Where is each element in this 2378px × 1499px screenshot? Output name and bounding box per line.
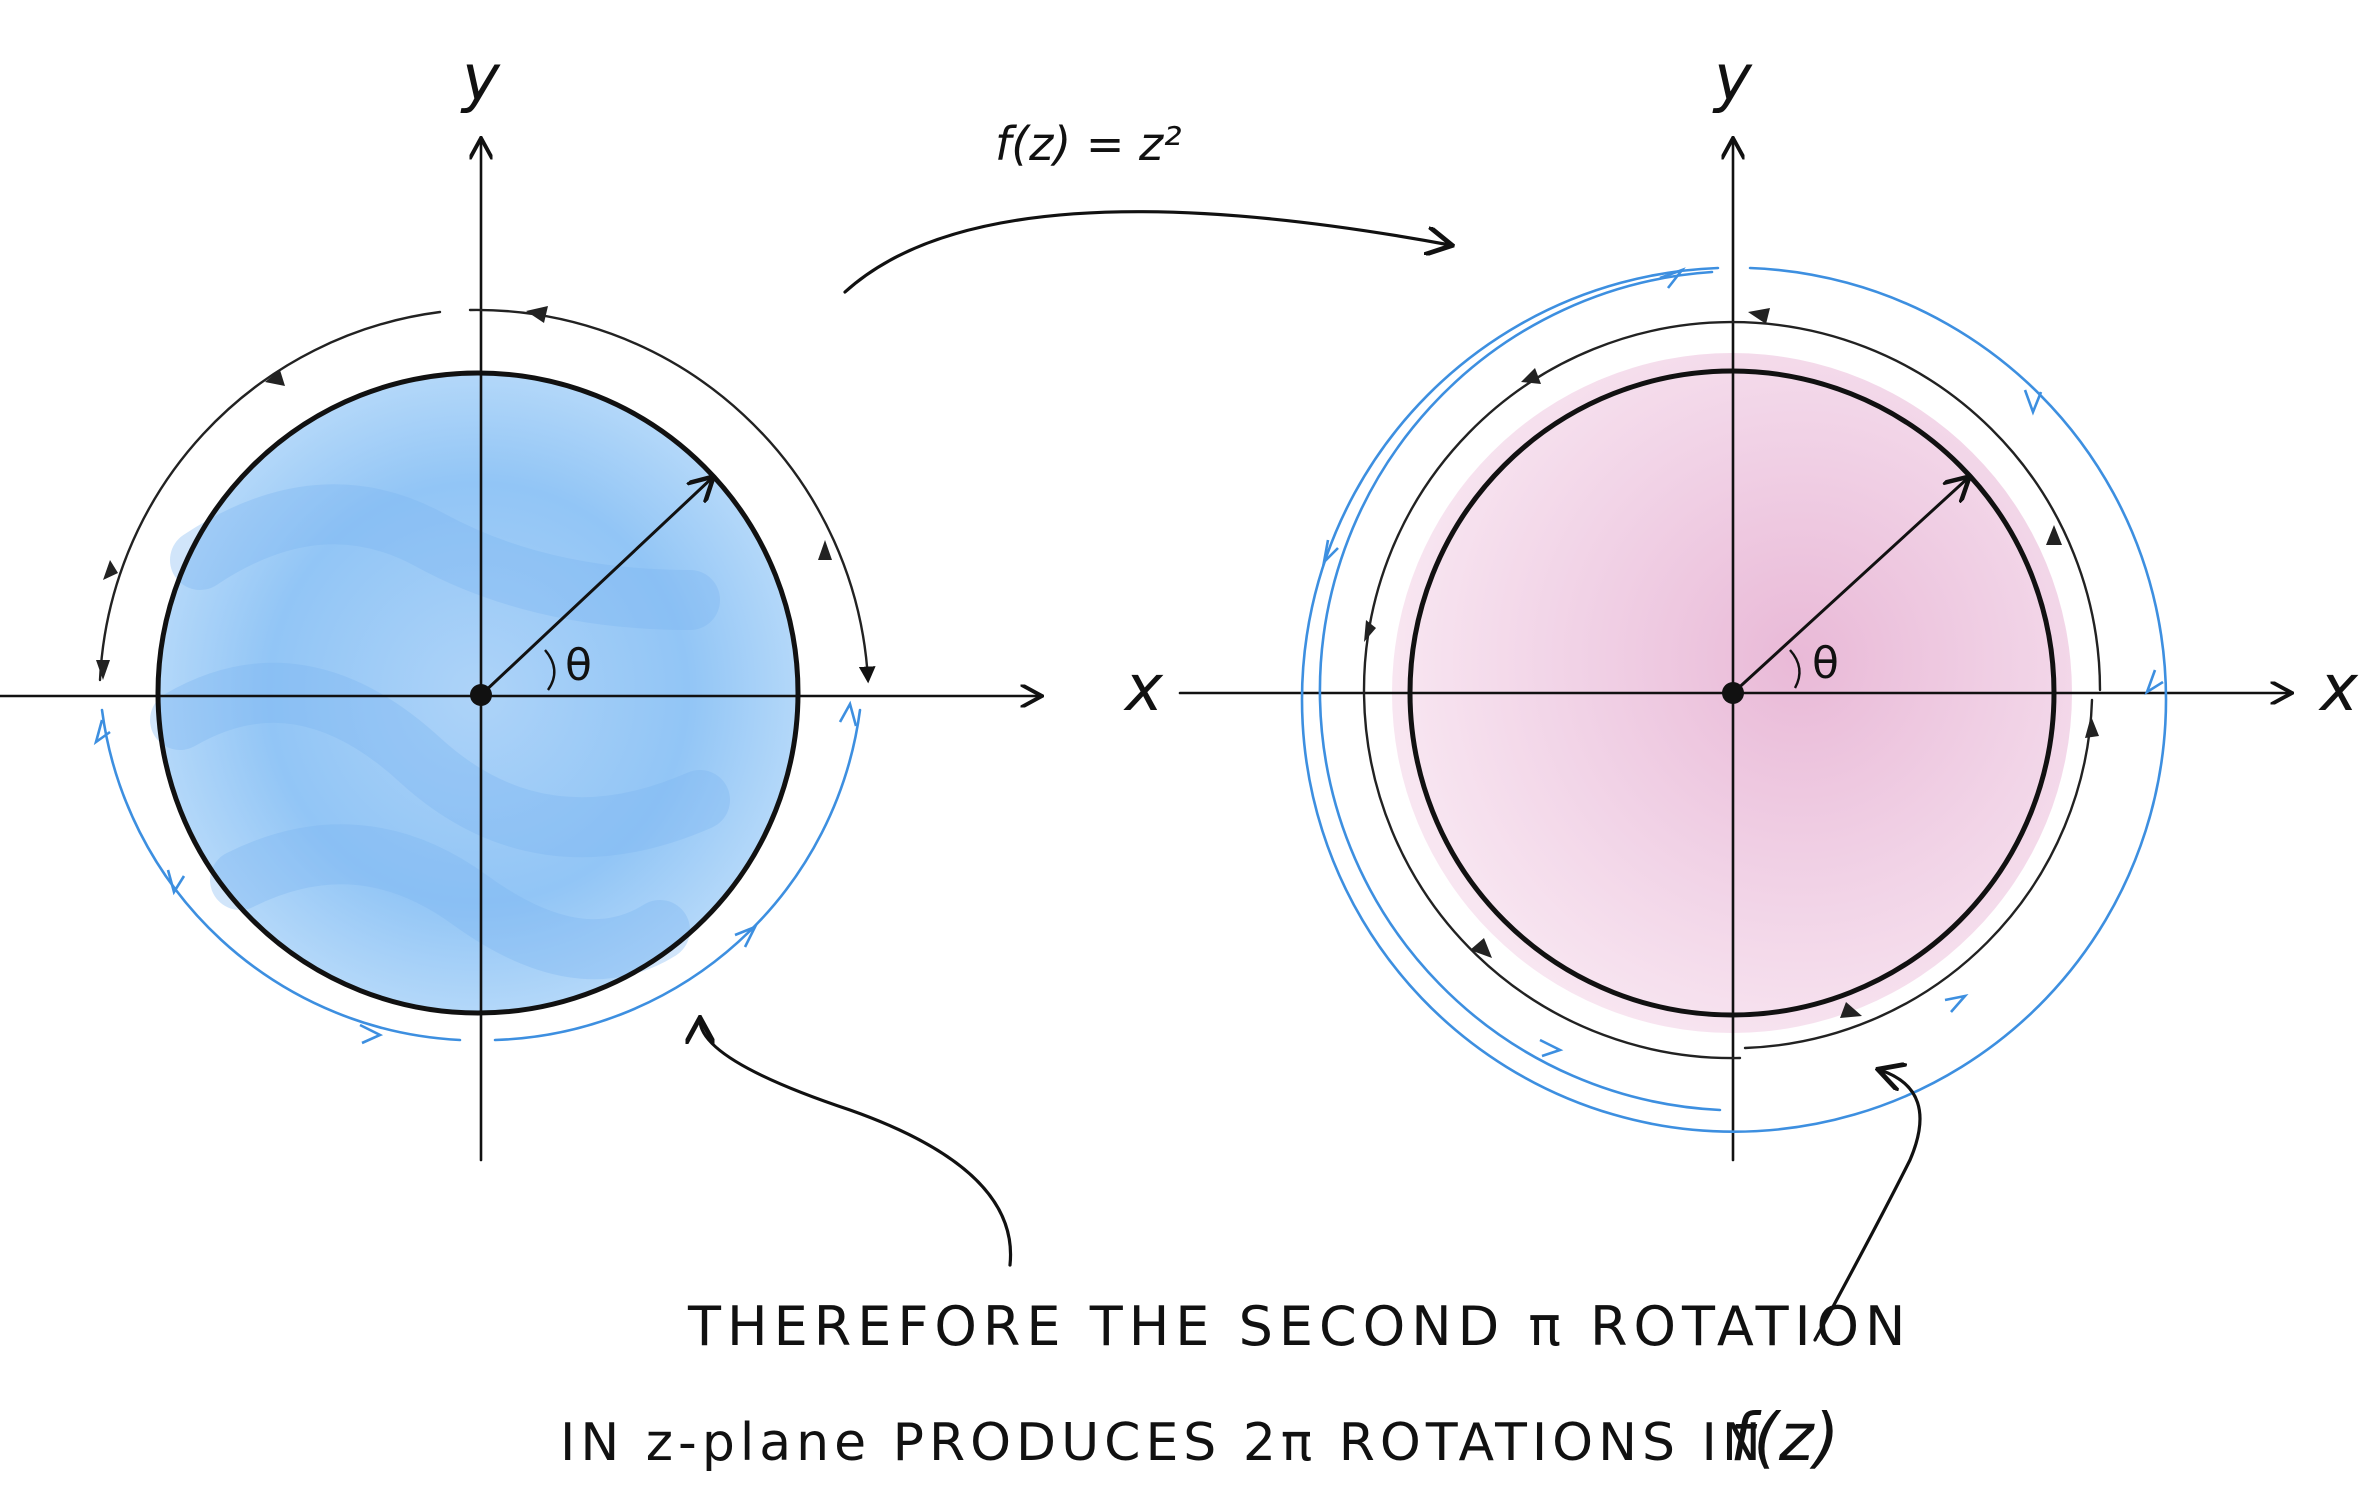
right-x-label: x [2318, 652, 2359, 726]
right-radius-arrow [1731, 478, 1968, 695]
left-angle-label: θ [565, 640, 592, 691]
right-blue-arrowhead-6 [1944, 993, 1969, 1013]
left-black-orbit [98, 308, 868, 680]
left-black-arrowhead-4 [103, 560, 118, 580]
right-black-orbit [1362, 320, 2102, 1060]
right-blue-arrowhead-3 [2144, 669, 2164, 696]
right-blue-arrowhead-2 [2023, 389, 2043, 416]
left-pointer-arrow [700, 1020, 1013, 1267]
left-angle-arc [544, 649, 556, 691]
right-blue-orbit [1300, 266, 2168, 1133]
left-y-label: y [460, 42, 501, 116]
left-blue-orbit [100, 708, 862, 1042]
left-black-arrowhead-3 [265, 370, 285, 386]
caption-line-2-fz: f(z) [1730, 1399, 1839, 1476]
right-angle-arc [1789, 649, 1801, 689]
right-black-arrowhead-4 [1364, 620, 1376, 642]
right-blue-arrowhead-1 [1659, 267, 1686, 289]
right-black-arrowhead-3 [1521, 368, 1541, 384]
left-blue-arrowhead-3 [359, 1023, 384, 1045]
right-blue-arrowhead-5 [1539, 1038, 1564, 1058]
right-black-arrowhead-7 [2085, 716, 2099, 738]
left-origin-dot [470, 684, 492, 706]
left-black-arrowhead-1 [818, 540, 832, 560]
left-x-label: x [1123, 652, 1164, 726]
left-black-arrowhead-2 [526, 306, 548, 323]
right-y-label: y [1712, 42, 1753, 116]
right-plane: y θ x [1178, 42, 2359, 1162]
mapping-arrow [843, 210, 1450, 294]
left-plane: y θ [0, 42, 1040, 1162]
left-blue-arrowhead-2 [166, 869, 186, 896]
left-radius-arrow [479, 478, 712, 697]
right-blue-arrowhead-4 [1321, 539, 1339, 566]
left-blue-arrowhead-5 [838, 700, 858, 727]
right-black-arrowhead-1 [2046, 525, 2062, 545]
left-circle-outline [155, 370, 801, 1016]
left-black-arrowhead-5 [96, 660, 110, 680]
right-black-arrowhead-2 [1748, 308, 1770, 324]
right-black-arrowhead-6 [1840, 1002, 1862, 1018]
left-blue-arrowhead-4 [734, 924, 758, 948]
left-disk-stroke-texture [150, 484, 730, 980]
right-pointer-arrow [1813, 1070, 1922, 1342]
caption-line-2: IN z-plane PRODUCES 2π ROTATIONS IN [560, 1413, 1766, 1473]
caption-line-1: THEREFORE THE SECOND π ROTATION [687, 1295, 1911, 1358]
right-angle-label: θ [1812, 638, 1839, 689]
mapping-label: f(z) = z² [995, 117, 1182, 171]
right-black-arrowhead-5 [1470, 938, 1492, 958]
left-blue-arrowhead-1 [93, 719, 111, 746]
right-origin-dot [1722, 682, 1744, 704]
